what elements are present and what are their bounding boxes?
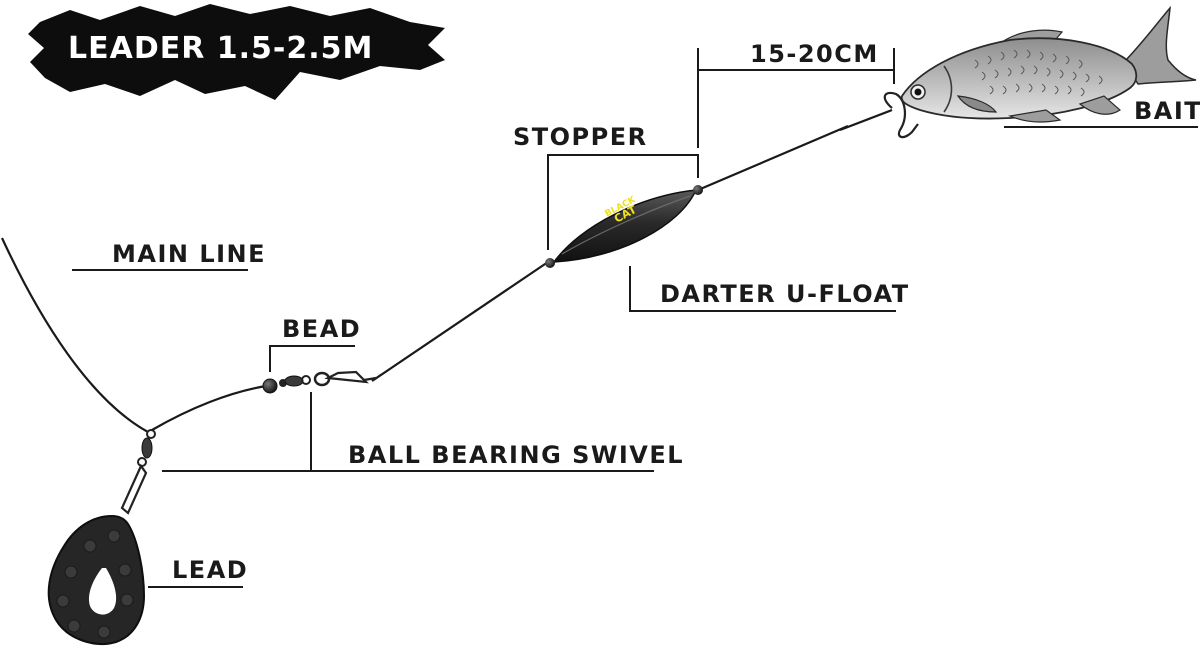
title-banner: LEADER 1.5-2.5M (28, 4, 445, 100)
labels: MAIN LINE BEAD BALL BEARING SWIVEL LEAD … (112, 40, 1200, 584)
label-distance: 15-20CM (750, 40, 879, 68)
lead-weight-assembly (47, 429, 156, 645)
label-pointers (72, 48, 1198, 588)
label-bait: BAIT (1134, 97, 1200, 125)
float-pointer (629, 266, 896, 312)
title-text: LEADER 1.5-2.5M (68, 31, 373, 66)
hook-snell (839, 108, 893, 132)
label-bead: BEAD (282, 315, 361, 343)
lead-weight-hole (88, 568, 117, 615)
main-line (1, 237, 149, 433)
float-icon: BLACK CAT (545, 185, 703, 268)
stopper-pointer (547, 154, 699, 250)
main-line-to-bead (151, 384, 267, 431)
hook-icon (883, 91, 919, 139)
label-darter-u-float: DARTER U-FLOAT (660, 280, 910, 308)
label-main-line: MAIN LINE (112, 240, 266, 268)
label-lead: LEAD (172, 556, 248, 584)
leader-line-upper (697, 124, 849, 192)
leader-line-lower (371, 261, 549, 382)
rig-lines (1, 108, 893, 433)
stopper-bead-upper (693, 185, 703, 195)
bead-pointer (269, 345, 355, 372)
distance-pointer (697, 69, 895, 148)
label-stopper: STOPPER (513, 123, 648, 151)
stopper-bead-lower (545, 258, 555, 268)
label-ball-bearing-swivel: BALL BEARING SWIVEL (348, 441, 684, 469)
title-banner-shape (28, 4, 445, 100)
bead-icon (262, 378, 278, 394)
swivel-icon (279, 370, 377, 387)
fish-bait-icon (900, 5, 1197, 123)
